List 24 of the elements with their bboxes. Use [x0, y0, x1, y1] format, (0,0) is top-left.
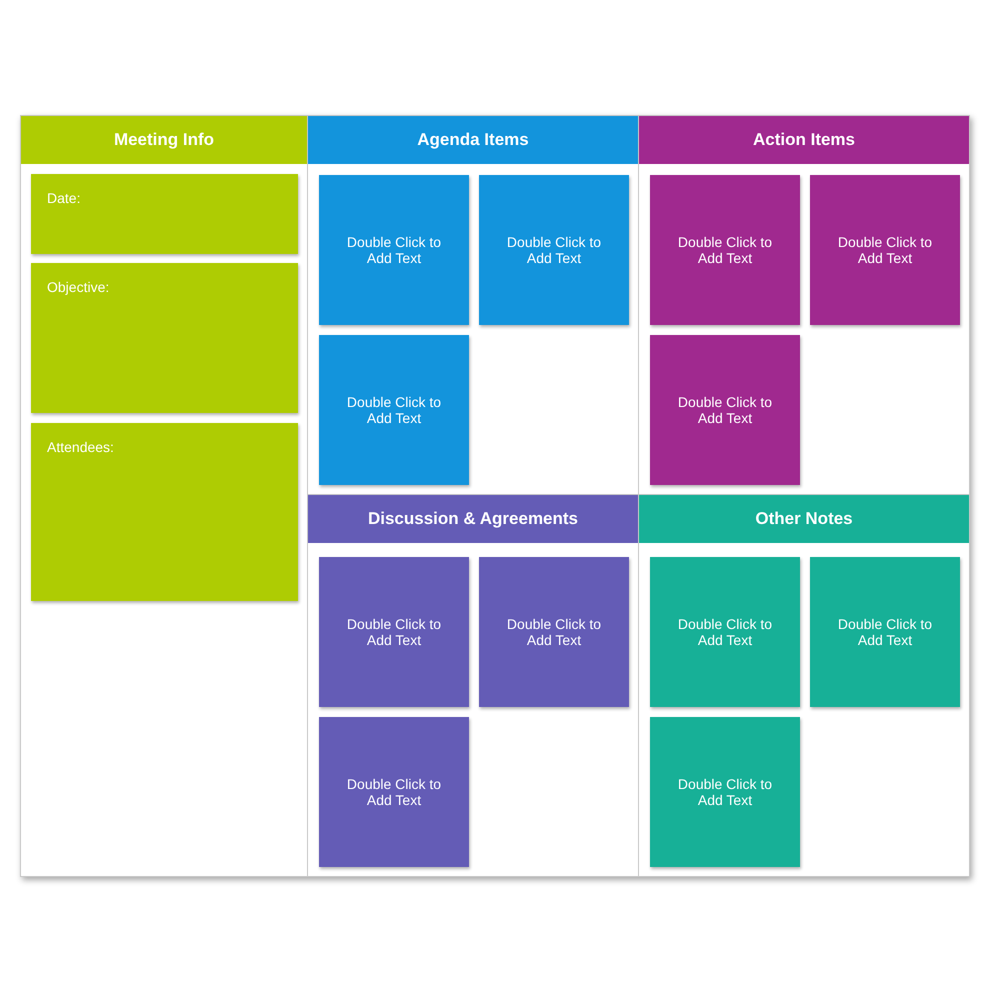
- sticky-note: Double Click to Add Text: [319, 175, 469, 325]
- sticky-note: Double Click to Add Text: [650, 175, 800, 325]
- panel-header: Discussion & Agreements: [308, 495, 638, 543]
- sticky-note: Double Click to Add Text: [650, 557, 800, 707]
- sticky-note: Double Click to Add Text: [650, 717, 800, 867]
- panel-header: Agenda Items: [308, 116, 638, 164]
- sticky-note: Objective:: [31, 263, 298, 413]
- panel-header: Meeting Info: [21, 116, 307, 164]
- board-panel: [638, 494, 970, 877]
- sticky-note: Double Click to Add Text: [479, 557, 629, 707]
- board-panel: [638, 115, 970, 495]
- sticky-note: Attendees:: [31, 423, 298, 601]
- sticky-note: Double Click to Add Text: [319, 717, 469, 867]
- sticky-note: Double Click to Add Text: [319, 557, 469, 707]
- sticky-note: Double Click to Add Text: [319, 335, 469, 485]
- sticky-note: Double Click to Add Text: [810, 557, 960, 707]
- board-panel: [307, 494, 639, 877]
- sticky-note: Double Click to Add Text: [650, 335, 800, 485]
- panel-header: Action Items: [639, 116, 969, 164]
- sticky-note: Double Click to Add Text: [810, 175, 960, 325]
- sticky-note: Double Click to Add Text: [479, 175, 629, 325]
- panel-header: Other Notes: [639, 495, 969, 543]
- sticky-note: Date:: [31, 174, 298, 254]
- board-panel: [20, 115, 308, 877]
